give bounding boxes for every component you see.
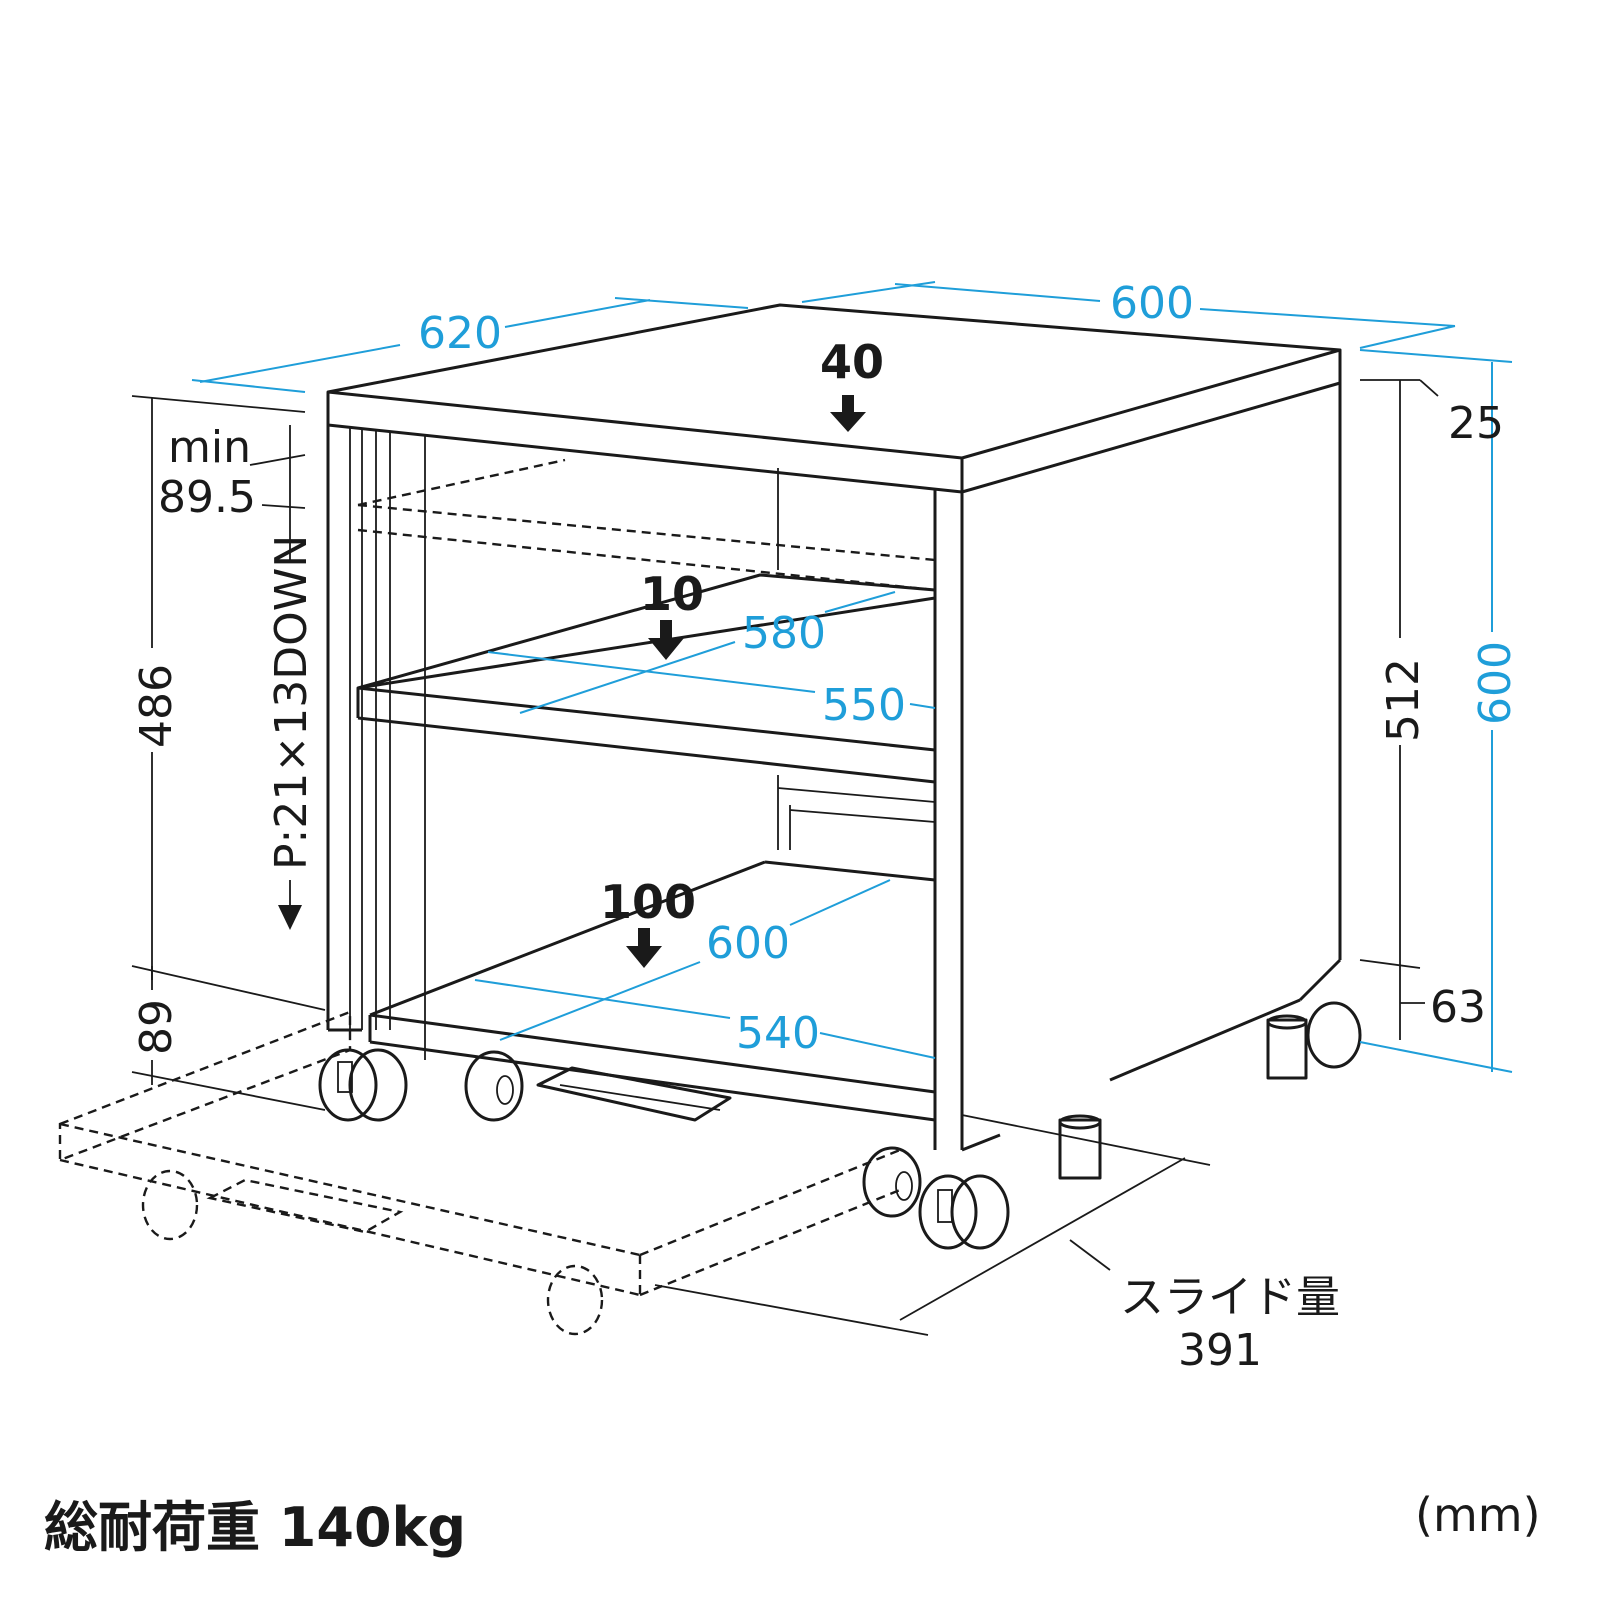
min-label: min [168, 422, 251, 473]
arrow-down-icon [638, 928, 650, 948]
dim-bottom-shelf-depth: 600 [706, 918, 790, 969]
right-side-panel [933, 383, 1342, 1152]
pitch-label: P:21×13DOWN [266, 535, 317, 870]
total-load-label: 総耐荷重 140kg [44, 1496, 467, 1559]
dim-top-width: 620 [418, 308, 502, 359]
left-side-panel [326, 425, 426, 1060]
arrow-down-icon [842, 395, 854, 415]
slide-value: 391 [1178, 1325, 1262, 1376]
dim-top-depth: 600 [1110, 278, 1194, 329]
dim-middle-shelf-depth: 580 [742, 608, 826, 659]
min-value: 89.5 [158, 472, 256, 523]
dim-caster-height: 63 [1430, 982, 1486, 1033]
dashed-shelf-position [357, 458, 936, 592]
casters [318, 1001, 1362, 1250]
dim-body-height: 512 [1378, 658, 1429, 742]
arrow-down-icon [660, 620, 672, 640]
top-shelf-load: 40 [820, 335, 884, 389]
dim-height-89: 89 [131, 999, 182, 1055]
load-arrows [626, 395, 866, 968]
dim-total-height: 600 [1470, 641, 1521, 725]
pull-handle [536, 1066, 732, 1122]
top-plate [326, 303, 1342, 494]
middle-shelf [356, 573, 937, 784]
black-dimension-lines [131, 379, 1439, 1336]
bottom-shelf [368, 860, 936, 1122]
middle-shelf-load: 10 [640, 567, 704, 621]
bottom-shelf-load: 100 [600, 875, 696, 929]
dim-top-thickness: 25 [1448, 398, 1504, 449]
unit-label: (mm) [1415, 1488, 1541, 1542]
back-panel [777, 468, 936, 850]
blue-dimension-lines [191, 281, 1513, 1073]
dim-bottom-shelf-width: 540 [736, 1008, 820, 1059]
slide-out-outline [58, 1010, 901, 1336]
dim-middle-shelf-width: 550 [822, 680, 906, 731]
slide-label: スライド量 [1120, 1272, 1340, 1323]
dim-height-486: 486 [131, 664, 182, 748]
